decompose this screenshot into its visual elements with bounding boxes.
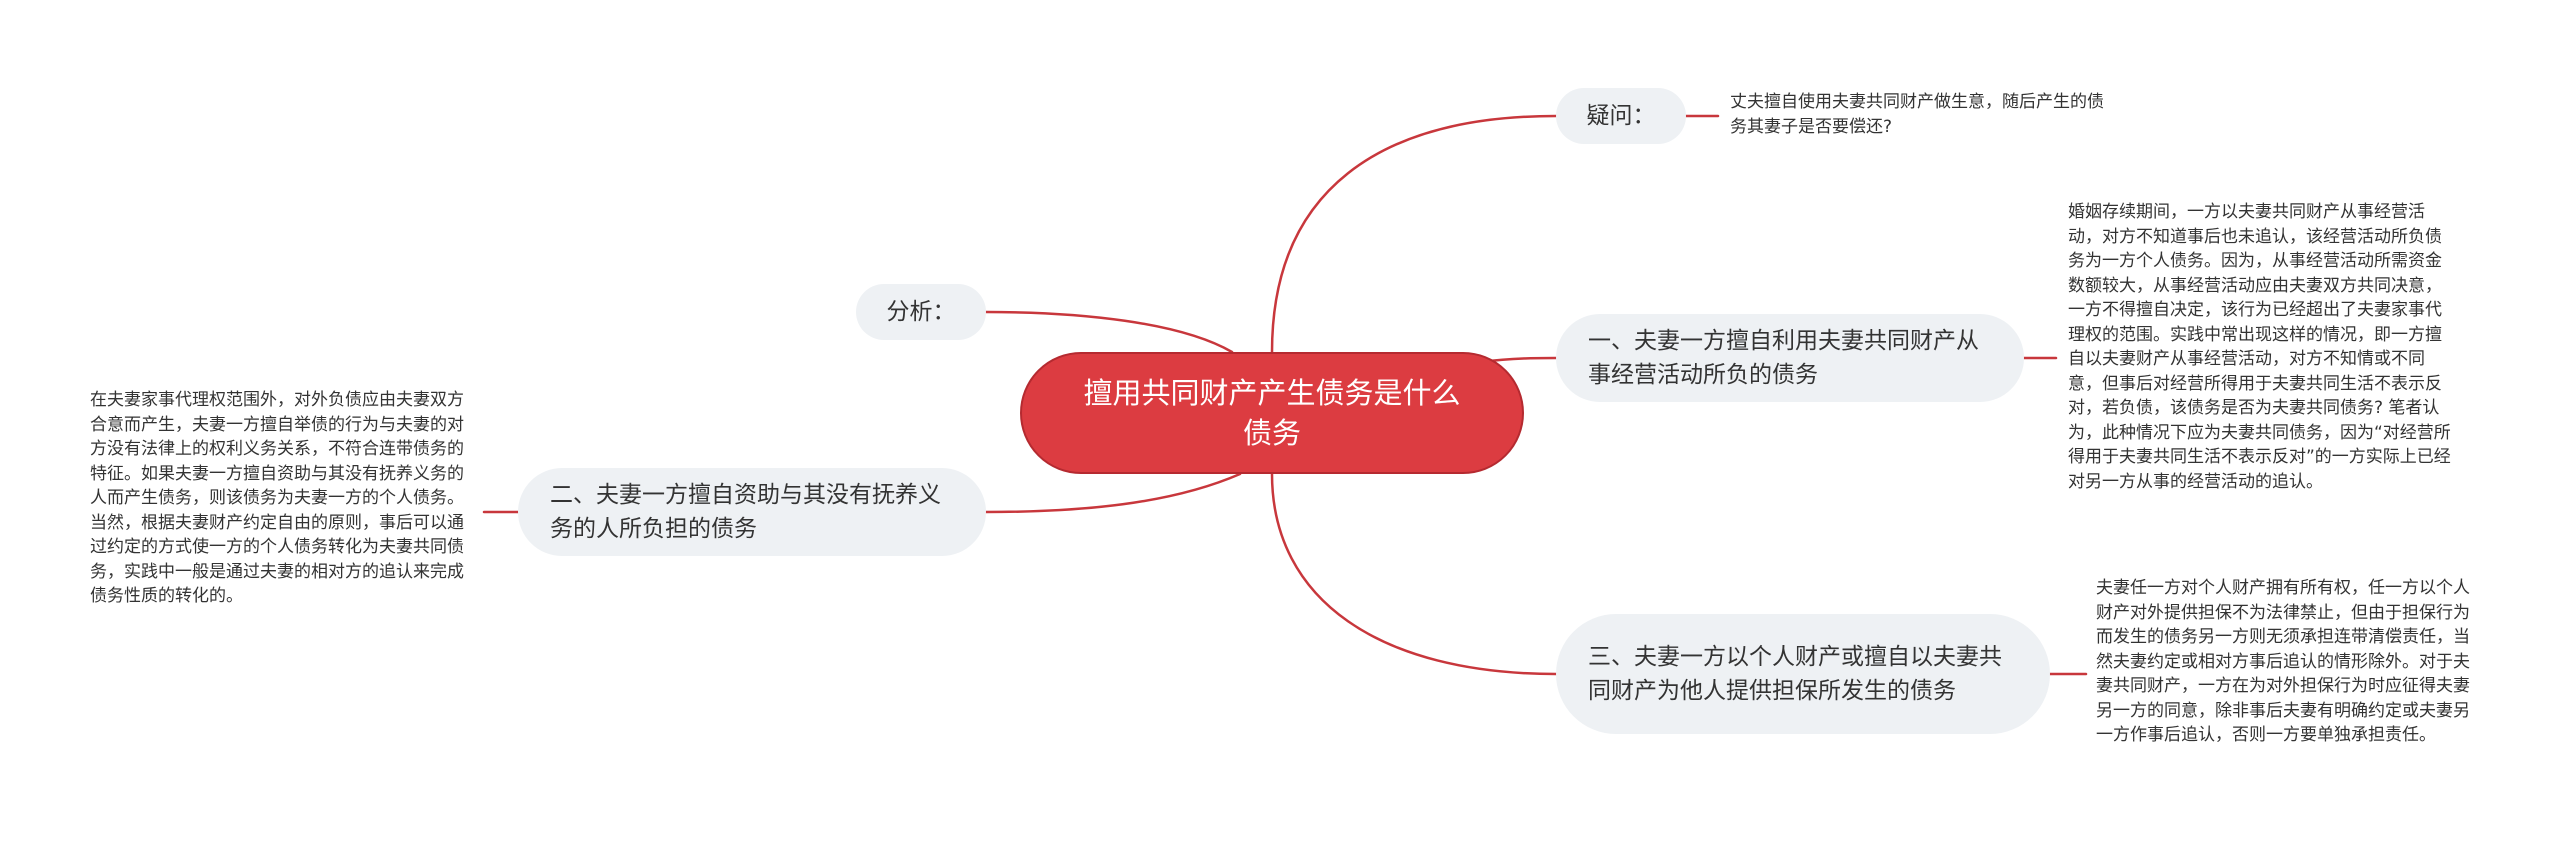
branch-analysis[interactable]: 分析：: [856, 284, 986, 340]
branch-business-debt-label: 一、夫妻一方擅自利用夫妻共同财产从事经营活动所负的债务: [1588, 328, 1979, 388]
branch-business-debt[interactable]: 一、夫妻一方擅自利用夫妻共同财产从事经营活动所负的债务: [1556, 314, 2024, 402]
leaf-guarantee-debt-text: 夫妻任一方对个人财产拥有所有权，任一方以个人财产对外提供担保不为法律禁止，但由于…: [2096, 578, 2470, 745]
leaf-support-debt-text: 在夫妻家事代理权范围外，对外负债应由夫妻双方合意而产生，夫妻一方擅自举债的行为与…: [90, 390, 464, 606]
link-root-yiwen: [1270, 114, 1558, 354]
branch-guarantee-debt-label: 三、夫妻一方以个人财产或擅自以夫妻共同财产为他人提供担保所发生的债务: [1588, 644, 2002, 704]
branch-support-debt-label: 二、夫妻一方擅自资助与其没有抚养义务的人所负担的债务: [550, 482, 941, 542]
branch-support-debt[interactable]: 二、夫妻一方擅自资助与其没有抚养义务的人所负担的债务: [518, 468, 986, 556]
branch-guarantee-debt[interactable]: 三、夫妻一方以个人财产或擅自以夫妻共同财产为他人提供担保所发生的债务: [1556, 614, 2050, 734]
root-topic[interactable]: 擅用共同财产产生债务是什么债务: [1020, 352, 1524, 474]
link-root-three: [1270, 472, 1558, 676]
branch-question-label: 疑问：: [1586, 103, 1656, 129]
branch-analysis-label: 分析：: [886, 299, 956, 325]
leaf-question-text: 丈夫擅自使用夫妻共同财产做生意，随后产生的债务其妻子是否要偿还?: [1730, 92, 2104, 137]
leaf-business-debt-text: 婚姻存续期间，一方以夫妻共同财产从事经营活动，对方不知道事后也未追认，该经营活动…: [2068, 202, 2451, 492]
branch-question[interactable]: 疑问：: [1556, 88, 1686, 144]
link-root-two: [984, 472, 1242, 514]
root-topic-text: 擅用共同财产产生债务是什么债务: [1083, 376, 1461, 450]
link-root-fenxi: [984, 310, 1234, 354]
